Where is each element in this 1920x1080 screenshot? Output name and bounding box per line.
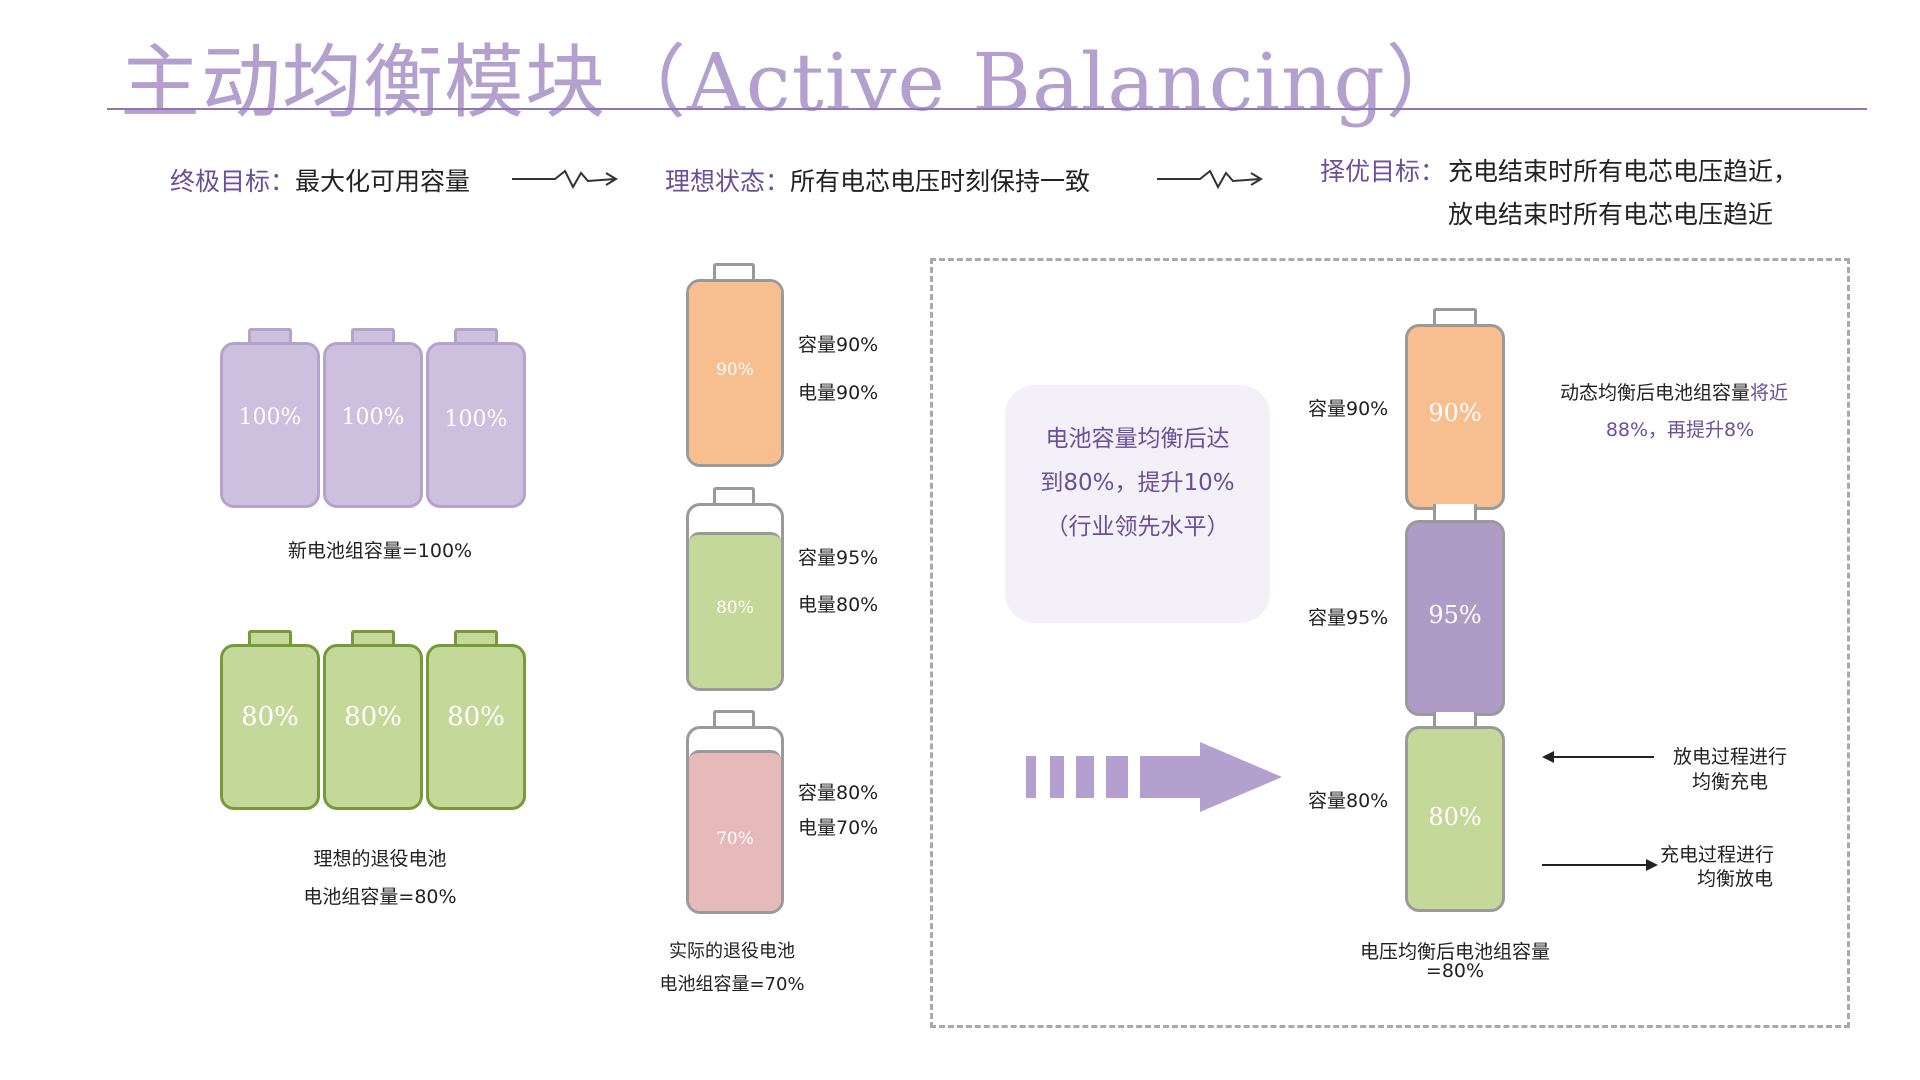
- battery-actual-2-label: 80%: [716, 598, 754, 618]
- balanced-connector-1: [1433, 504, 1477, 522]
- title-zh: 主动均衡模块: [120, 36, 606, 129]
- page-title: 主动均衡模块（Active Balancing）: [120, 18, 1467, 134]
- goal-ultimate-text: 最大化可用容量: [295, 167, 471, 196]
- battery-ideal-1-label: 80%: [241, 702, 299, 732]
- squiggle-arrow-icon: [1157, 169, 1263, 190]
- battery-actual-1-label: 90%: [716, 360, 754, 380]
- actual-1-capacity: 容量90%: [798, 334, 879, 356]
- balanced-caption-line2: =80%: [1425, 960, 1485, 982]
- ideal-caption-line2: 电池组容量=80%: [303, 886, 457, 908]
- goal-ultimate: 终极目标：最大化可用容量: [170, 162, 470, 198]
- callout-line2: 到80%，提升10%: [1040, 470, 1235, 496]
- goal-ultimate-label: 终极目标：: [170, 167, 296, 196]
- charge-note-line2: 均衡放电: [1696, 868, 1773, 890]
- left-arrow-icon: [1542, 751, 1654, 763]
- goal-ideal-label: 理想状态：: [665, 167, 791, 196]
- battery-new-3-label: 100%: [444, 407, 508, 432]
- actual-1-charge: 电量90%: [798, 382, 879, 404]
- goal-ideal-text: 所有电芯电压时刻保持一致: [790, 167, 1091, 196]
- balanced-connector-2: [1433, 712, 1477, 728]
- dynamic-note-line2: 88%，再提升8%: [1605, 419, 1755, 441]
- battery-balanced-top-label: 90%: [1428, 399, 1482, 427]
- dynamic-note-line1: 动态均衡后电池组容量将近: [1560, 382, 1789, 404]
- battery-balanced-bottom-label: 80%: [1428, 803, 1482, 831]
- battery-actual-3-label: 70%: [716, 829, 754, 849]
- discharge-note-line1: 放电过程进行: [1672, 746, 1787, 768]
- goal-optimal-label: 择优目标：: [1320, 157, 1446, 186]
- callout-line3: （行业领先水平）: [1045, 514, 1230, 540]
- balanced-region: [930, 258, 1850, 1028]
- battery-ideal-2-label: 80%: [344, 702, 402, 732]
- discharge-note-line2: 均衡充电: [1691, 771, 1768, 793]
- battery-new-1-label: 100%: [238, 405, 302, 430]
- balanced-middle-capacity: 容量95%: [1308, 607, 1389, 629]
- actual-3-capacity: 容量80%: [798, 782, 879, 804]
- callout-line1: 电池容量均衡后达: [1045, 426, 1230, 452]
- squiggle-arrow-icon: [512, 169, 618, 190]
- charge-note-line1: 充电过程进行: [1660, 844, 1775, 866]
- goal-optimal-line2: 放电结束时所有电芯电压趋近: [1448, 200, 1774, 229]
- battery-ideal-3-label: 80%: [447, 702, 505, 732]
- balanced-caption-line1: 电压均衡后电池组容量: [1359, 941, 1550, 963]
- title-en: （Active Balancing）: [606, 36, 1467, 129]
- balanced-bottom-capacity: 容量80%: [1308, 790, 1389, 812]
- title-divider: [107, 108, 1867, 110]
- balance-callout: 电池容量均衡后达 到80%，提升10% （行业领先水平）: [1005, 385, 1270, 623]
- battery-balanced-middle-label: 95%: [1428, 601, 1482, 629]
- goal-ideal: 理想状态：所有电芯电压时刻保持一致: [665, 162, 1090, 198]
- ideal-caption-line1: 理想的退役电池: [313, 848, 447, 870]
- right-arrow-icon: [1542, 859, 1658, 871]
- balanced-top-capacity: 容量90%: [1308, 398, 1389, 420]
- actual-caption-line1: 实际的退役电池: [669, 941, 795, 962]
- battery-new-2-label: 100%: [341, 405, 405, 430]
- actual-3-charge: 电量70%: [798, 817, 879, 839]
- goal-optimal-line1: 充电结束时所有电芯电压趋近，: [1448, 157, 1799, 186]
- actual-2-charge: 电量80%: [798, 594, 879, 616]
- actual-2-capacity: 容量95%: [798, 547, 879, 569]
- big-arrow-icon: [1026, 742, 1282, 812]
- new-pack-caption: 新电池组容量=100%: [287, 540, 473, 562]
- actual-caption-line2: 电池组容量=70%: [659, 974, 805, 995]
